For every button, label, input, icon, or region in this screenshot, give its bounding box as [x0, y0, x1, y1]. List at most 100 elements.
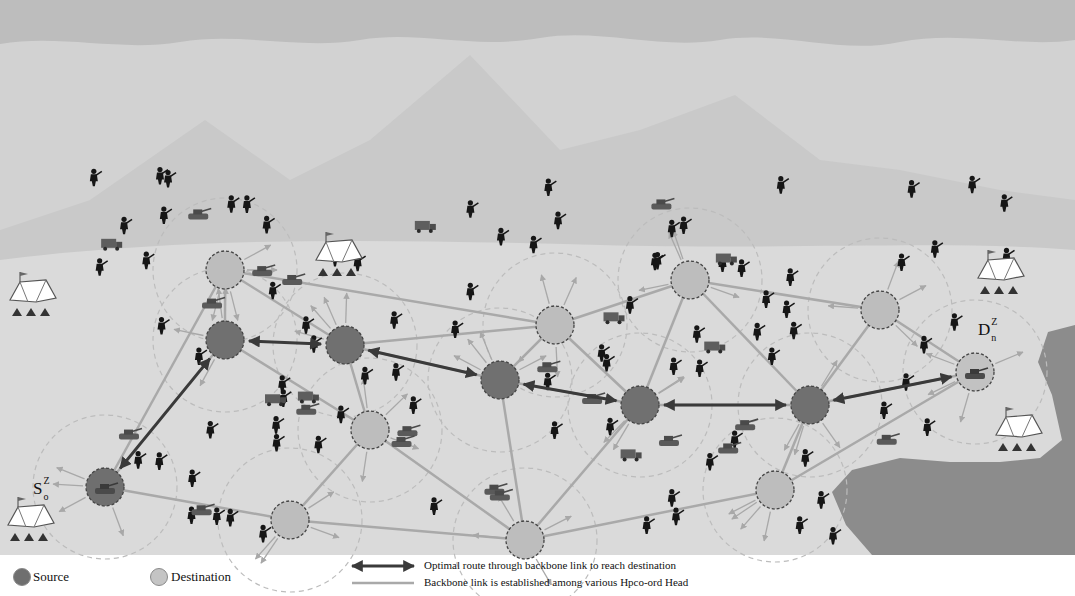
soldier-icon [696, 359, 708, 377]
soldier-head [707, 453, 712, 458]
tank-turret [124, 430, 133, 435]
tent-icon [10, 272, 56, 316]
tank-barrel [265, 265, 275, 268]
soldier-body [206, 427, 214, 439]
soldier-body [672, 513, 680, 525]
tank-turret [882, 435, 891, 440]
coordinator-head [351, 411, 389, 449]
soldier-icon [777, 176, 789, 194]
soldier-body [243, 201, 251, 213]
soldier-rifle [536, 238, 542, 242]
soldier-rifle [126, 219, 132, 223]
soldier-body [898, 259, 906, 271]
soldier-body [158, 323, 166, 335]
tank-turret [664, 436, 673, 441]
soldier-icon [668, 220, 680, 238]
soldier-body [777, 182, 785, 194]
soldier-head [214, 507, 219, 512]
tank-turret [301, 405, 310, 410]
tree-icon [40, 308, 50, 316]
tree-icon [1026, 443, 1036, 451]
member-arrow [729, 500, 756, 514]
optimal-route [664, 404, 786, 407]
tent-body [10, 280, 56, 302]
source-node: SZo [85, 467, 125, 507]
soldier-rifle [937, 243, 943, 247]
member-arrow [518, 341, 539, 362]
vehicle-icon [252, 265, 275, 276]
tank-barrel [215, 298, 225, 301]
soldier-body [753, 328, 761, 340]
soldier-head [830, 527, 835, 532]
soldier-body [164, 176, 172, 188]
tank-turret [193, 209, 202, 214]
soldier-icon [259, 525, 271, 543]
vehicle-icon [735, 419, 758, 430]
soldier-rifle [712, 456, 718, 460]
coordinator-head [206, 321, 244, 359]
soldier-body [696, 365, 704, 377]
backbone-link [370, 430, 525, 540]
coordinator-head [206, 251, 244, 289]
member-arrow [995, 352, 1023, 364]
member-arrow [961, 393, 969, 422]
soldier-rifle [269, 218, 275, 222]
soldier-head [531, 236, 536, 241]
soldier-rifle [396, 314, 402, 318]
soldier-icon [651, 253, 663, 271]
soldier-head [694, 325, 699, 330]
soldier-head [136, 451, 141, 456]
tank-turret [207, 299, 216, 304]
tank-barrel [731, 442, 741, 445]
soldier-body [670, 363, 678, 375]
soldier-rifle [560, 214, 566, 218]
soldier-head [393, 363, 398, 368]
member-arrow [308, 492, 333, 508]
soldier-head [909, 180, 914, 185]
member-arrow [795, 426, 804, 455]
soldier-rifle [415, 399, 421, 403]
vehicle-icon [659, 435, 682, 446]
tree-icon [332, 268, 342, 276]
soldier-rifle [678, 510, 684, 514]
soldier-rifle [807, 452, 813, 456]
soldier-head [1004, 248, 1009, 253]
soldier-body [931, 246, 939, 258]
backbone-link [105, 340, 225, 487]
truck-wheel [417, 229, 421, 233]
soldier-head [144, 252, 149, 257]
soldier-head [899, 253, 904, 258]
soldier-head [362, 367, 367, 372]
tree-icon [346, 268, 356, 276]
soldier-head [229, 195, 234, 200]
soldier-head [732, 431, 737, 436]
tree-icon [38, 533, 48, 541]
soldier-icon [279, 389, 291, 407]
soldier-head [244, 195, 249, 200]
soldier-body [530, 241, 538, 253]
soldier-rifle [161, 455, 167, 459]
tank-barrel [672, 435, 682, 438]
soldier-rifle [796, 324, 802, 328]
member-arrow [764, 512, 770, 541]
soldier-head [196, 347, 201, 352]
member-arrow [386, 394, 408, 415]
optimal-route [249, 341, 321, 344]
optimal-route [524, 384, 617, 401]
soldier-icon [361, 367, 373, 385]
soldier-head [468, 283, 473, 288]
soldier-icon [706, 453, 718, 471]
member-arrow [899, 286, 926, 300]
soldier-rifle [774, 350, 780, 354]
tank-turret [489, 485, 498, 490]
soldier-head [161, 206, 166, 211]
soldier-body [314, 441, 322, 453]
soldier-head [925, 418, 930, 423]
tent-body [316, 240, 362, 262]
soldier-body [134, 457, 142, 469]
soldier-icon [90, 169, 102, 187]
soldier-icon [430, 497, 442, 515]
range-circle [298, 358, 442, 502]
soldier-body [786, 274, 794, 286]
soldier-head [1002, 194, 1007, 199]
